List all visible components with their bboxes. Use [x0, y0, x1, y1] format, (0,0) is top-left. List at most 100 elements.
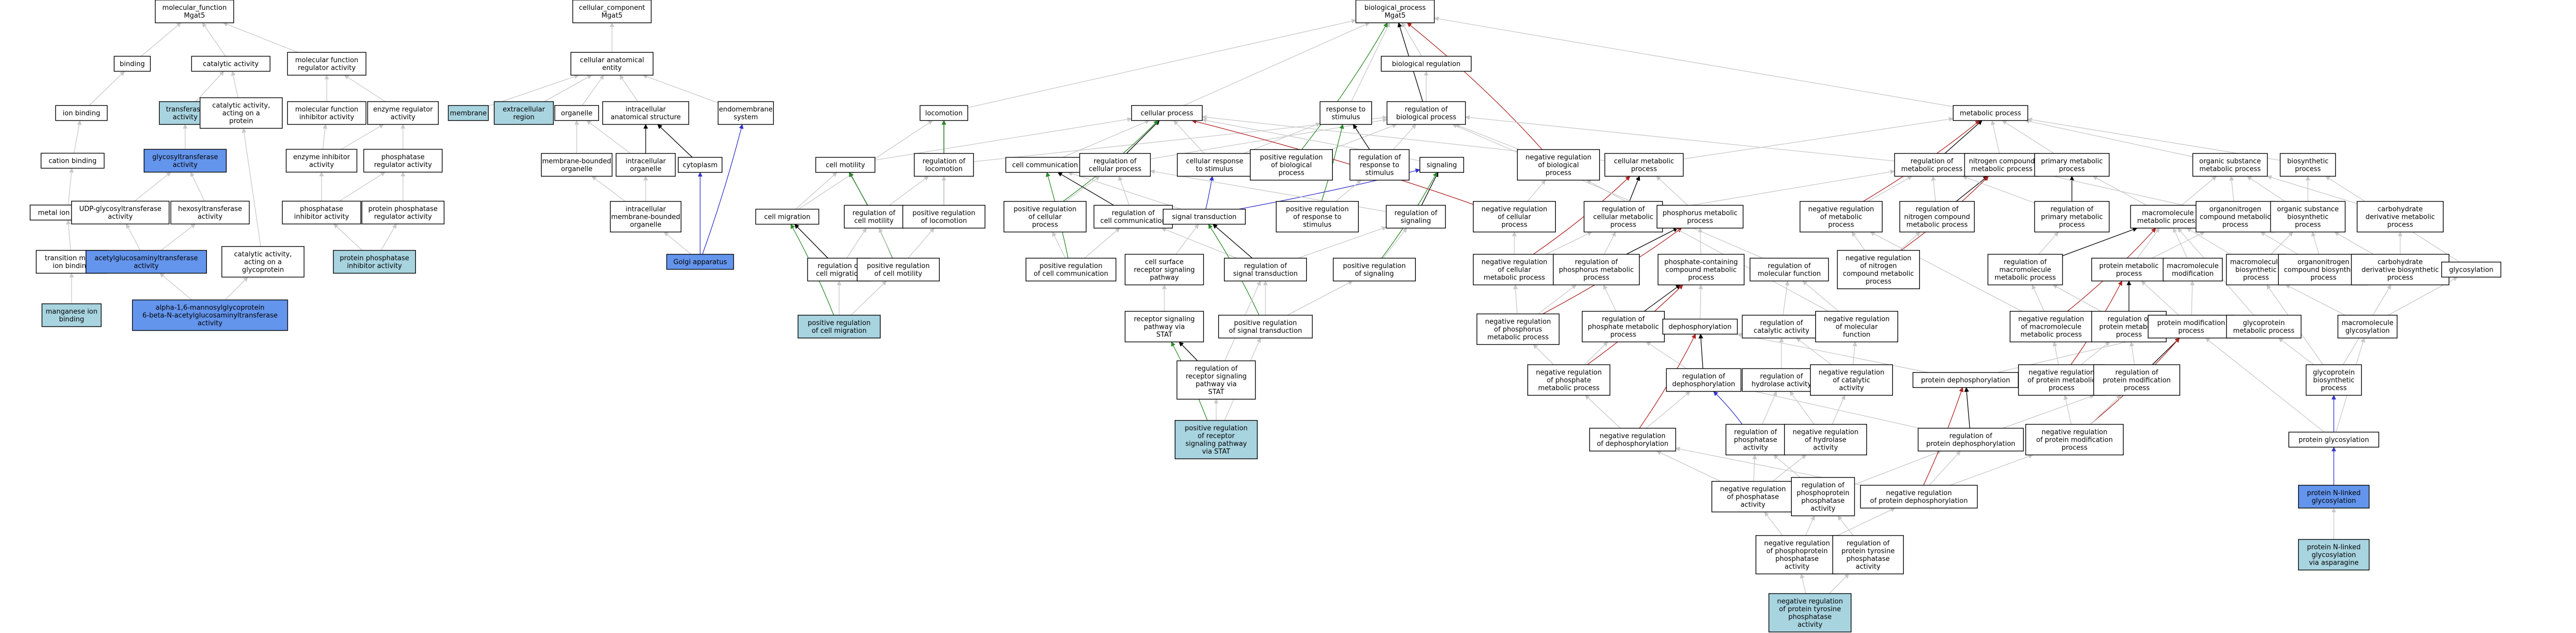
go-term-membrane[interactable]: membrane: [448, 105, 489, 121]
go-term-signaling[interactable]: signaling: [1419, 157, 1464, 173]
go-term-organelle[interactable]: organelle: [554, 105, 599, 121]
go-term-golgi[interactable]: Golgi apparatus: [666, 254, 734, 270]
go-term-protdephos[interactable]: protein dephosphorylation: [1912, 372, 2019, 388]
go-term-cellmig[interactable]: cell migration: [755, 208, 819, 225]
go-term-cytoplasm[interactable]: cytoplasm: [677, 157, 722, 173]
go-term-ionbind[interactable]: ion binding: [55, 105, 108, 121]
go-term-sigtrans[interactable]: signal transduction: [1162, 208, 1246, 225]
go-term-locomotion[interactable]: locomotion: [920, 105, 968, 121]
go-term-cationbind[interactable]: cation binding: [40, 152, 105, 169]
go-term-dephos[interactable]: dephosphorylation: [1662, 318, 1738, 335]
go-term-cellproc[interactable]: cellular process: [1131, 105, 1203, 121]
go-term-protglyc[interactable]: protein glycosylation: [2288, 431, 2379, 448]
go-term-glycosylation[interactable]: glycosylation: [2441, 261, 2501, 278]
go-term-bioreg[interactable]: biological regulation: [1381, 55, 1472, 72]
